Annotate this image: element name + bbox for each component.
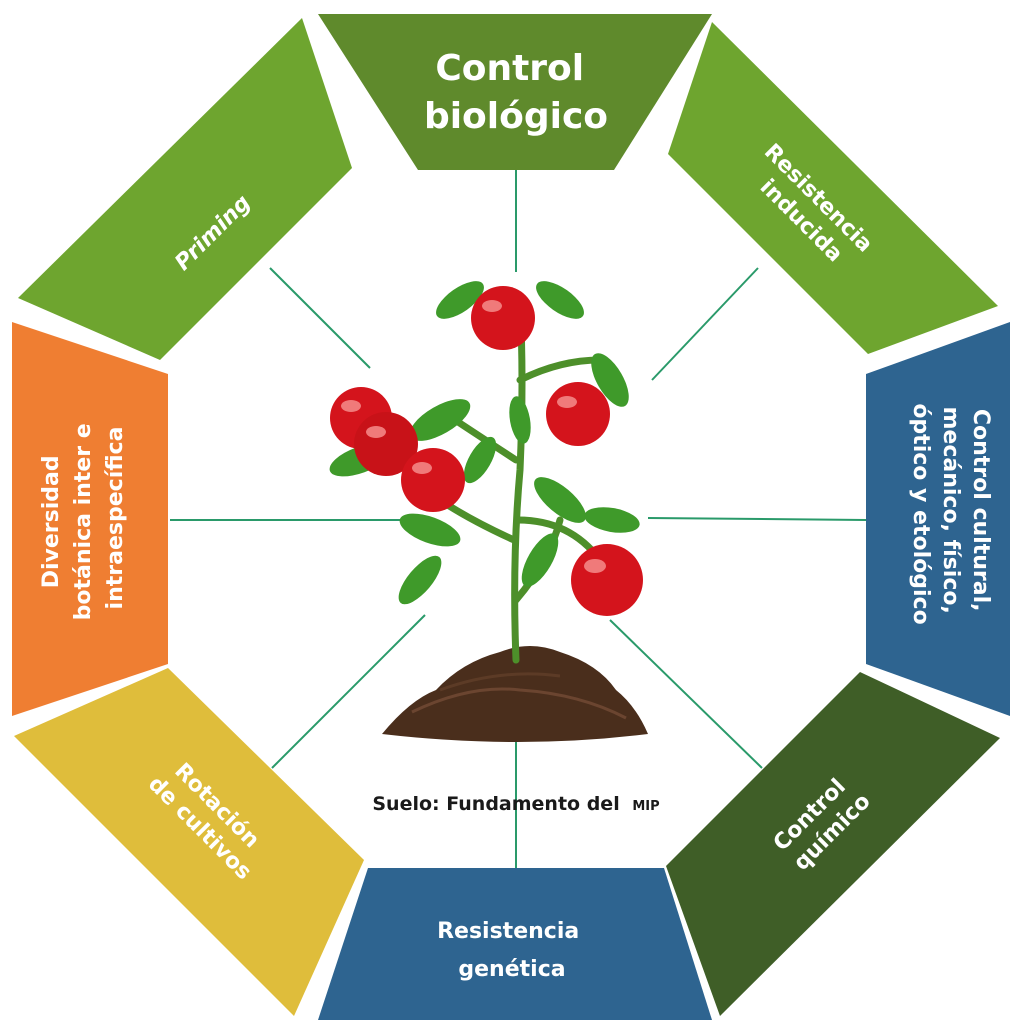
tomato: [471, 286, 535, 350]
tomato: [571, 544, 643, 616]
center-caption-main: Suelo: Fundamento del: [372, 793, 619, 815]
tomato: [546, 382, 610, 446]
label-right: Control cultural, mecánico, físico, ópti…: [908, 403, 993, 624]
segment-right: [866, 322, 1010, 716]
label-left: Diversidad botánica inter e intraespecíf…: [39, 416, 128, 621]
connector-top-right: [651, 267, 759, 381]
segment-left: [12, 322, 168, 716]
segment-bottom-left: [14, 668, 364, 1016]
tomato: [354, 412, 418, 476]
center-caption-abbr: MIP: [632, 799, 659, 814]
center-caption: Suelo: Fundamento del MIP: [372, 793, 659, 815]
connector-lines: [170, 170, 867, 870]
tomato-plant-illustration: [329, 281, 643, 664]
connector-bottom-left: [271, 614, 426, 769]
segments: [12, 14, 1010, 1020]
segment-bottom-right: [666, 672, 1000, 1016]
label-top: Control biológico: [424, 48, 608, 137]
segment-top-right: [668, 22, 998, 354]
segment-top-left: [18, 18, 352, 360]
soil-mound-illustration: [382, 646, 648, 742]
segment-bottom: [318, 868, 712, 1020]
connector-bottom-right: [609, 619, 763, 769]
connector-right: [647, 517, 867, 521]
label-bottom: Resistencia genética: [437, 919, 587, 982]
segment-top: [318, 14, 712, 170]
tomatoes: [330, 286, 643, 616]
connector-top-left: [269, 267, 371, 369]
tomato: [401, 448, 465, 512]
